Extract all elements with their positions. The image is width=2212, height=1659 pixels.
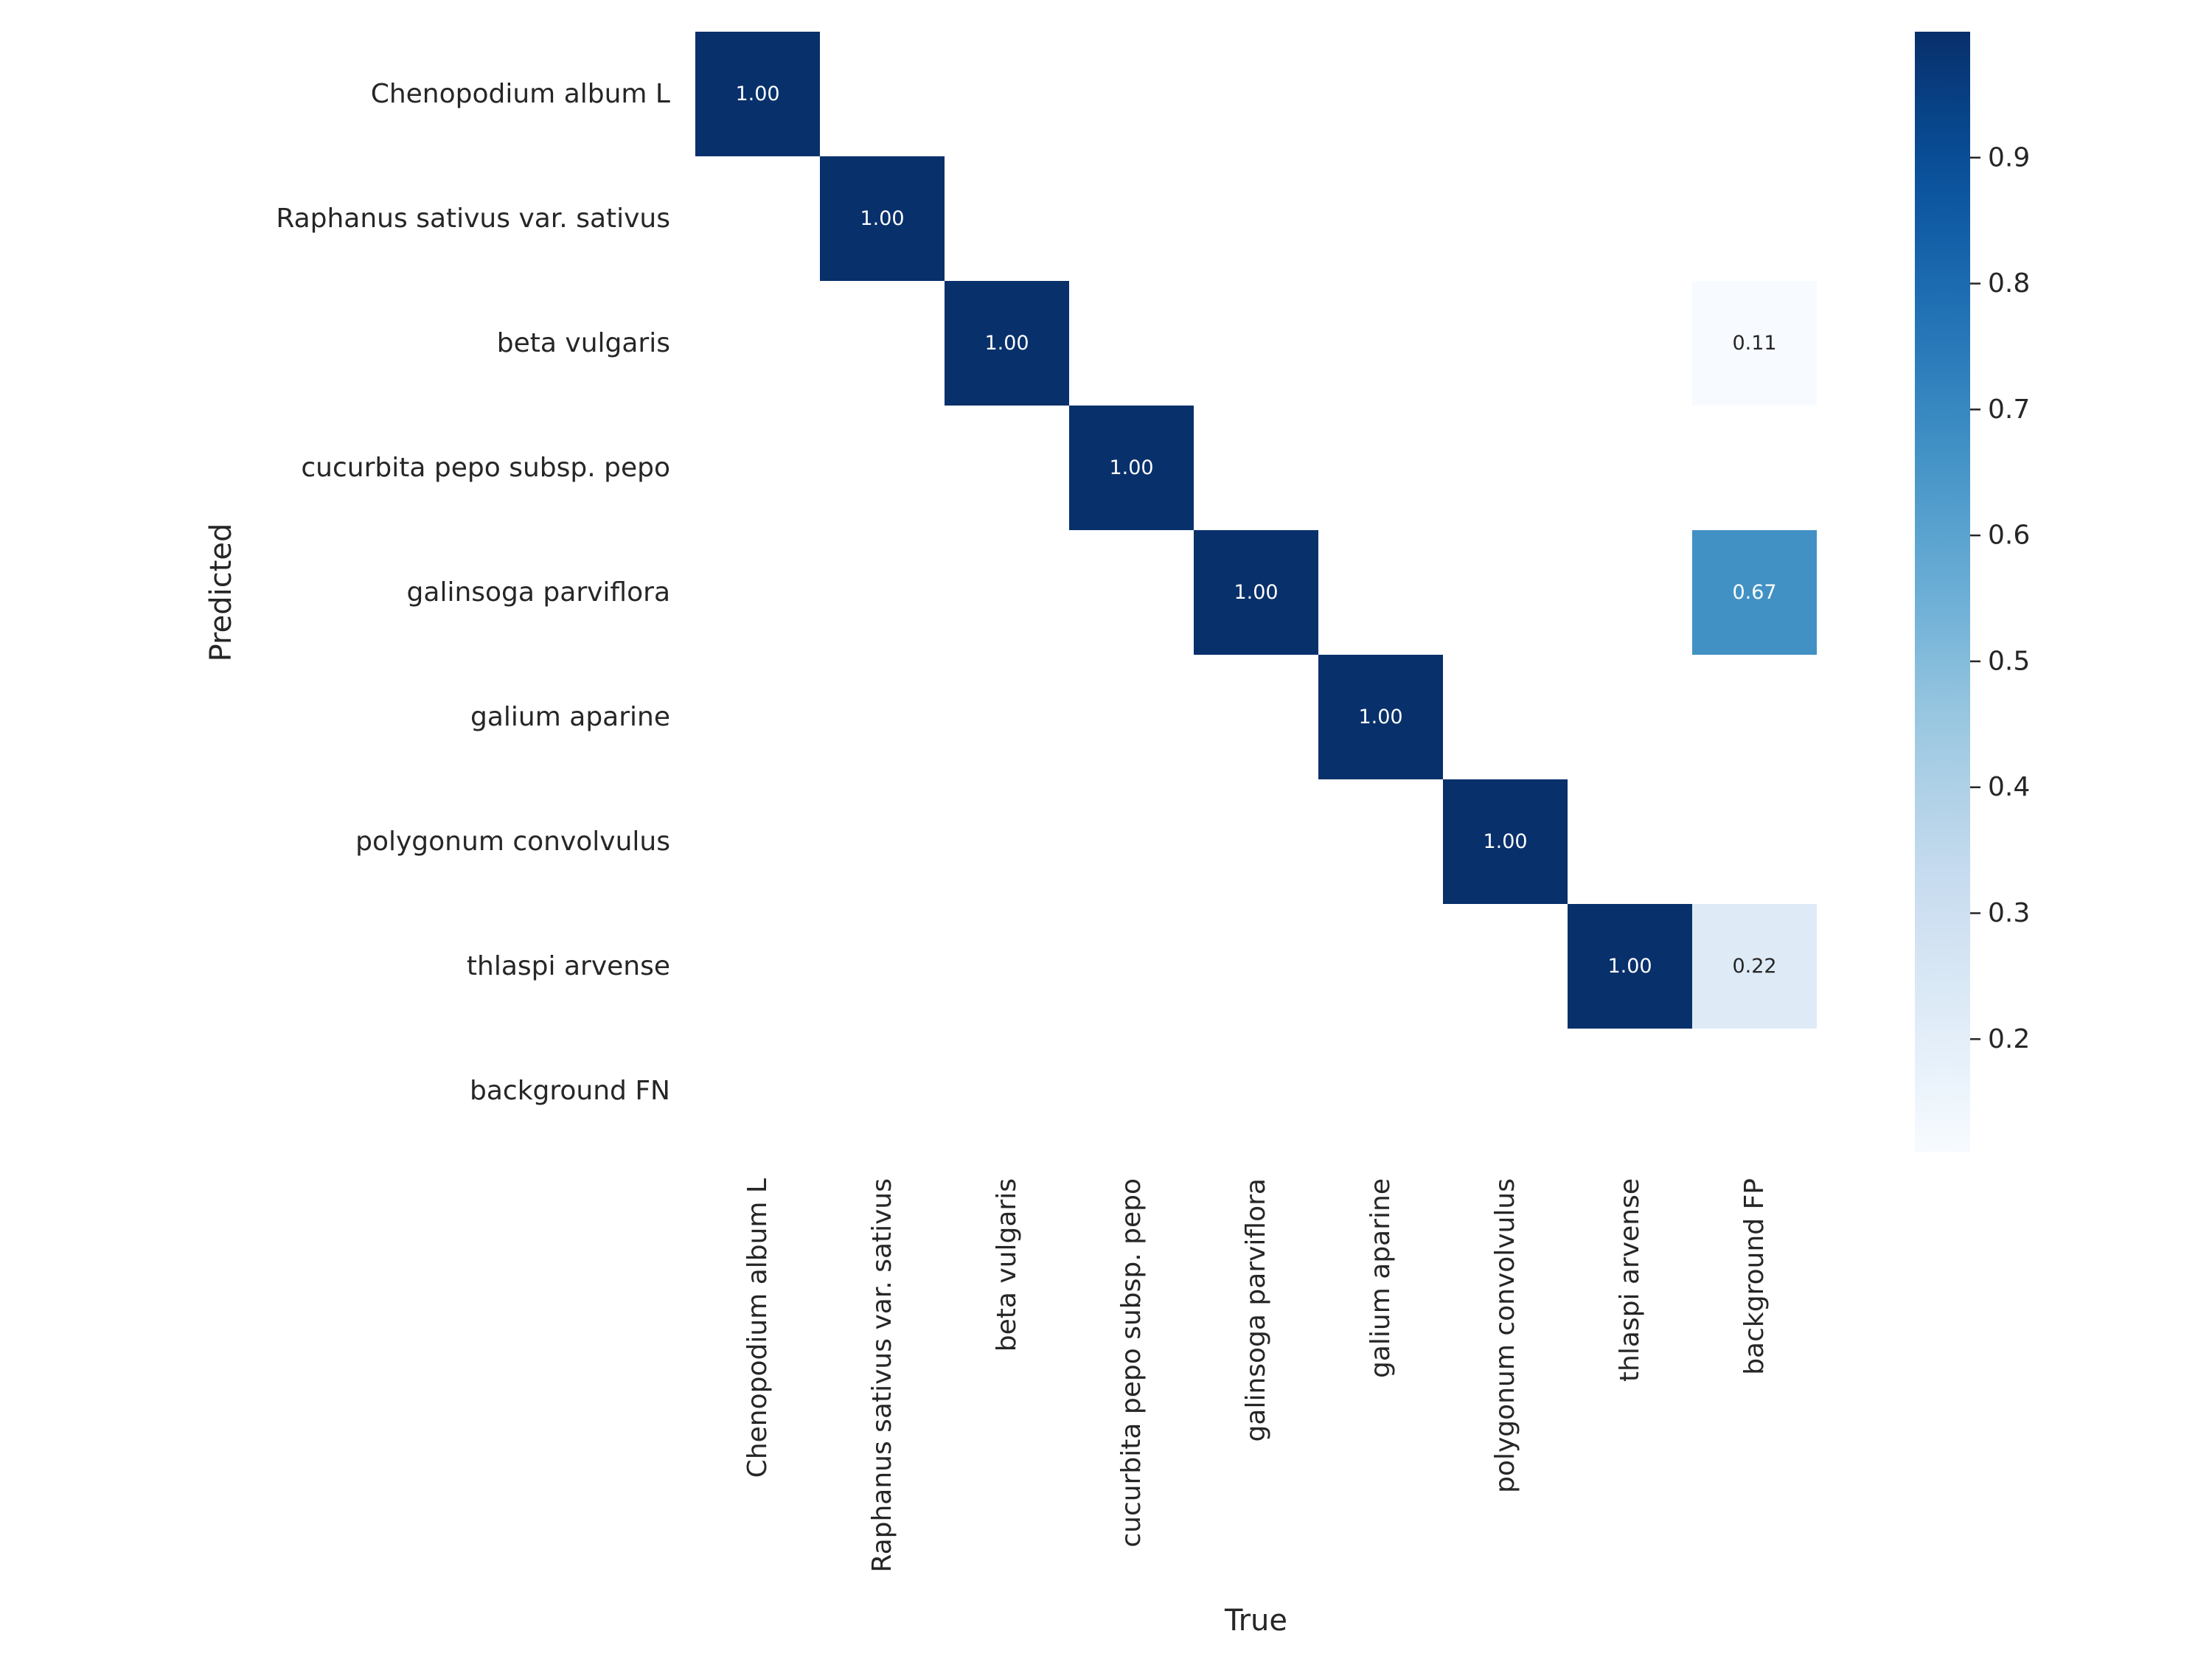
cell-value-label: 0.11 bbox=[1732, 332, 1776, 355]
cell-value-label: 0.22 bbox=[1732, 955, 1776, 978]
x-tick-label: beta vulgaris bbox=[992, 1178, 1022, 1352]
cell-value-label: 1.00 bbox=[1234, 581, 1278, 604]
x-tick-label: polygonum convolvulus bbox=[1490, 1178, 1520, 1493]
y-tick-label: thlaspi arvense bbox=[467, 951, 670, 981]
cell-value-label: 1.00 bbox=[984, 332, 1029, 355]
heatmap-cell bbox=[1692, 530, 1817, 655]
y-tick-label: Raphanus sativus var. sativus bbox=[276, 204, 670, 234]
colorbar bbox=[1915, 32, 1970, 1152]
x-tick-label: galium aparine bbox=[1366, 1178, 1396, 1378]
colorbar-tick-label: 0.7 bbox=[1988, 394, 2030, 425]
y-tick-label: background FN bbox=[470, 1076, 670, 1106]
heatmap-cell bbox=[695, 32, 820, 156]
y-axis-title: Predicted bbox=[204, 524, 238, 662]
colorbar-tick-label: 0.5 bbox=[1988, 646, 2030, 676]
colorbar-tick-label: 0.3 bbox=[1988, 898, 2030, 928]
heatmap-cell bbox=[820, 156, 945, 281]
x-tick-label: galinsoga parviflora bbox=[1241, 1178, 1271, 1441]
x-tick-label: Raphanus sativus var. sativus bbox=[867, 1178, 897, 1573]
colorbar-tick-label: 0.6 bbox=[1988, 521, 2030, 551]
x-tick-label: Chenopodium album L bbox=[742, 1178, 773, 1478]
colorbar-tick-label: 0.8 bbox=[1988, 268, 2030, 299]
cell-value-label: 1.00 bbox=[1607, 955, 1652, 978]
colorbar-tick-label: 0.9 bbox=[1988, 142, 2030, 173]
y-tick-label: cucurbita pepo subsp. pepo bbox=[301, 453, 670, 483]
cell-value-label: 1.00 bbox=[1109, 456, 1153, 479]
x-axis-title: True bbox=[1224, 1604, 1287, 1638]
colorbar-tick-label: 0.2 bbox=[1988, 1024, 2030, 1054]
heatmap-cell bbox=[1568, 904, 1692, 1029]
heatmap-cell bbox=[945, 281, 1069, 406]
cell-value-label: 0.67 bbox=[1732, 581, 1776, 604]
heatmap-cell bbox=[1069, 406, 1194, 530]
y-tick-label: beta vulgaris bbox=[497, 328, 670, 358]
heatmap-cell bbox=[1692, 281, 1817, 406]
heatmap-cell bbox=[1692, 904, 1817, 1029]
cell-value-label: 1.00 bbox=[1358, 706, 1402, 728]
x-tick-label: thlaspi arvense bbox=[1615, 1178, 1645, 1382]
y-tick-label: galinsoga parviflora bbox=[407, 577, 670, 608]
colorbar-tick-label: 0.4 bbox=[1988, 772, 2030, 802]
heatmap-cell bbox=[1194, 530, 1318, 655]
cell-value-label: 1.00 bbox=[735, 83, 779, 105]
heatmap-cell bbox=[1318, 655, 1443, 779]
y-tick-label: polygonum convolvulus bbox=[355, 827, 670, 857]
x-tick-label: background FP bbox=[1739, 1178, 1770, 1375]
y-tick-label: galium aparine bbox=[470, 702, 670, 732]
x-tick-label: cucurbita pepo subsp. pepo bbox=[1116, 1178, 1147, 1548]
cell-value-label: 1.00 bbox=[1483, 830, 1527, 853]
cell-value-label: 1.00 bbox=[860, 207, 904, 230]
y-tick-label: Chenopodium album L bbox=[371, 79, 670, 109]
heatmap-cell bbox=[1443, 779, 1568, 904]
